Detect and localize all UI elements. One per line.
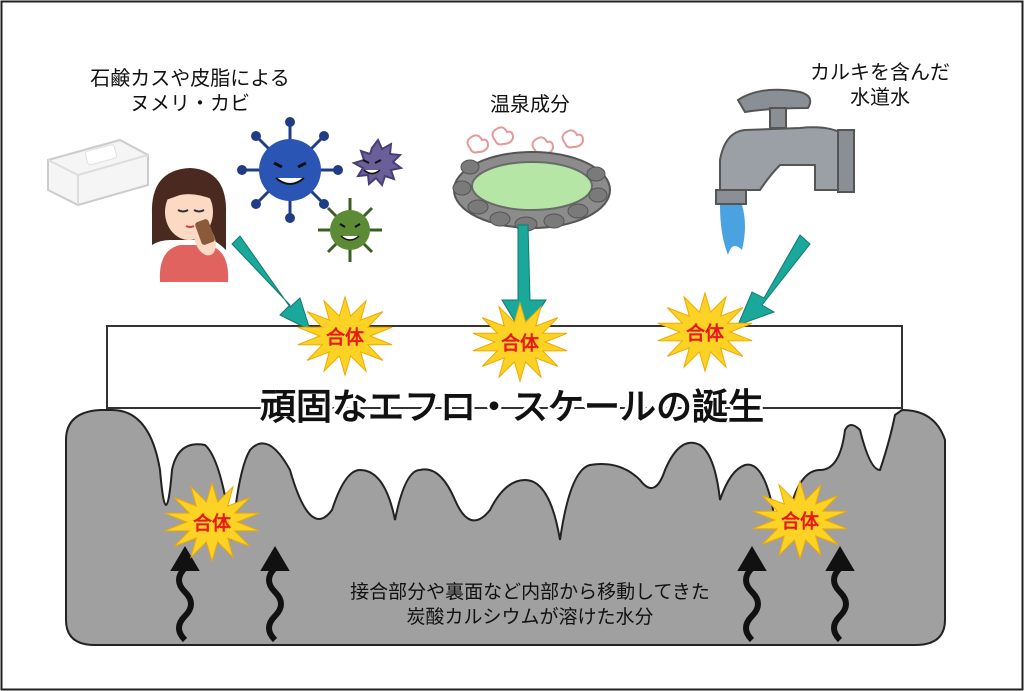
burst-star-4 <box>164 481 260 563</box>
burst-label-3: 合体 <box>685 322 725 345</box>
bottom-caption: 接合部分や裏面など内部から移動してきた 炭酸カルシウムが溶けた水分 <box>350 580 710 629</box>
burst-star-1 <box>297 295 393 377</box>
wavy-arrow-2 <box>260 546 290 643</box>
soap-label: 石鹸カスや皮脂による ヌメリ・カビ <box>60 66 320 116</box>
burst-label-1: 合体 <box>325 326 365 349</box>
tap-label-line1: カルキを含んだ <box>810 60 950 84</box>
bottom-caption-line2: 炭酸カルシウムが溶けた水分 <box>406 605 654 628</box>
wavy-arrow-1 <box>170 546 200 643</box>
onsen-label: 温泉成分 <box>490 92 570 116</box>
arrow-tap <box>737 234 811 326</box>
burst-star-3 <box>657 291 753 373</box>
wavy-arrow-4 <box>825 546 855 643</box>
tap-label-line2: 水道水 <box>850 85 910 109</box>
germ-green-icon <box>318 198 382 262</box>
arrow-soap <box>231 235 311 331</box>
main-title: 頑固なエフロ・スケールの誕生 <box>259 387 765 428</box>
burst-group <box>164 291 848 563</box>
bottom-caption-line1: 接合部分や裏面など内部から移動してきた <box>350 581 710 603</box>
wavy-arrow-3 <box>737 546 767 643</box>
soap-label-line1: 石鹸カスや皮脂による <box>90 66 290 90</box>
burst-star-2 <box>472 301 568 383</box>
onsen-icon <box>452 126 611 232</box>
soap-bar-icon <box>47 138 149 207</box>
burst-label-4: 合体 <box>192 512 232 535</box>
germ-purple-icon <box>351 138 404 187</box>
germ-blue-icon <box>237 117 343 223</box>
faucet-icon <box>715 88 855 255</box>
tap-label: カルキを含んだ 水道水 <box>780 60 980 110</box>
soap-label-line2: ヌメリ・カビ <box>130 91 250 115</box>
burst-label-2: 合体 <box>500 332 540 355</box>
burst-star-5 <box>752 479 848 561</box>
woman-icon <box>151 168 229 282</box>
burst-label-5: 合体 <box>780 510 820 533</box>
